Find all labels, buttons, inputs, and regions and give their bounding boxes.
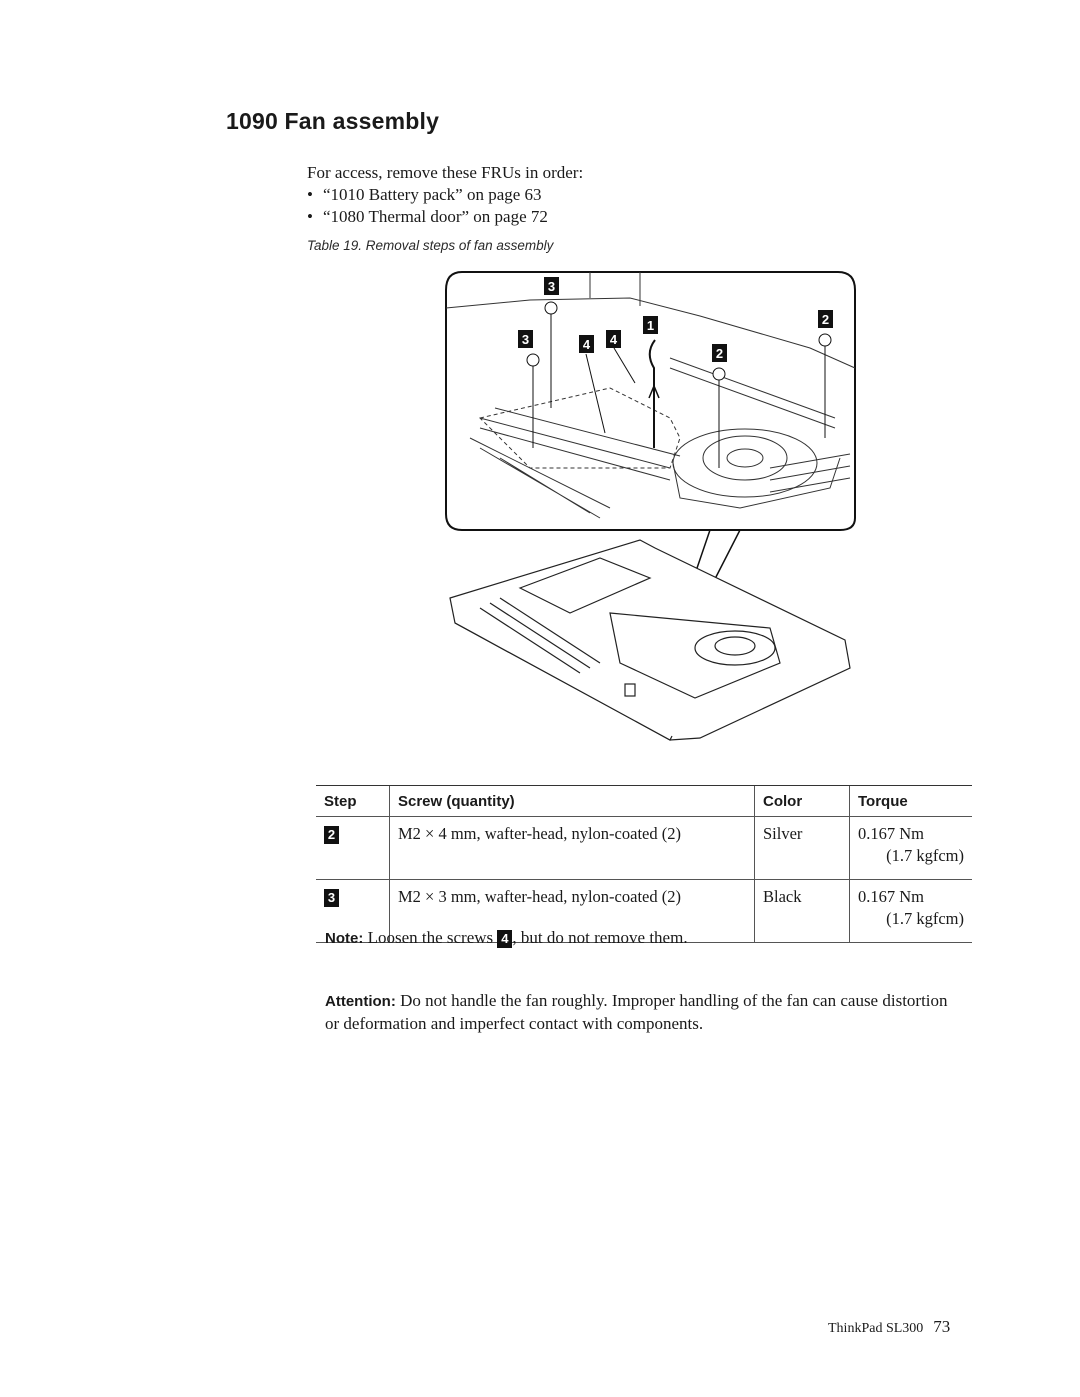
callout-2-right: 2 bbox=[818, 310, 833, 438]
screw-cell: M2 × 4 mm, wafter-head, nylon-coated (2) bbox=[389, 816, 755, 880]
page-number: 73 bbox=[933, 1317, 951, 1336]
svg-text:4: 4 bbox=[583, 337, 591, 352]
attention-label: Attention: bbox=[325, 993, 396, 1010]
header-step: Step bbox=[316, 785, 390, 817]
callout-3-left: 3 bbox=[518, 330, 540, 448]
step-cell: 3 bbox=[316, 879, 390, 943]
callout-2-center: 2 bbox=[712, 344, 727, 468]
svg-text:4: 4 bbox=[610, 332, 618, 347]
torque-cell: 0.167 Nm (1.7 kgfcm) bbox=[849, 816, 972, 880]
table-row: 3 M2 × 3 mm, wafter-head, nylon-coated (… bbox=[316, 879, 972, 943]
laptop-underside bbox=[449, 539, 851, 741]
list-item: • “1010 Battery pack” on page 63 bbox=[307, 184, 548, 206]
svg-text:2: 2 bbox=[822, 312, 829, 327]
page-title: 1090 Fan assembly bbox=[226, 108, 440, 134]
list-item: • “1080 Thermal door” on page 72 bbox=[307, 206, 548, 228]
attention-text: Do not handle the fan roughly. Improper … bbox=[325, 991, 948, 1033]
footer-product: ThinkPad SL300 bbox=[828, 1321, 924, 1336]
svg-text:3: 3 bbox=[522, 332, 529, 347]
attention-note: Attention: Do not handle the fan roughly… bbox=[325, 990, 965, 1035]
svg-text:2: 2 bbox=[716, 346, 723, 361]
callout-3-top: 3 bbox=[544, 277, 559, 408]
screw-cell: M2 × 3 mm, wafter-head, nylon-coated (2) bbox=[389, 879, 755, 943]
note-text-before: Loosen the screws bbox=[367, 928, 494, 947]
color-cell: Black bbox=[754, 879, 850, 943]
torque-cell: 0.167 Nm (1.7 kgfcm) bbox=[849, 879, 972, 943]
torque-kgf: (1.7 kgfcm) bbox=[886, 909, 964, 928]
note-text-after: , but do not remove them. bbox=[512, 928, 688, 947]
header-screw-quantity: Screw (quantity) bbox=[389, 785, 755, 817]
callout-4-left: 4 bbox=[579, 335, 606, 434]
torque-nm: 0.167 Nm bbox=[858, 887, 924, 906]
step-cell: 2 bbox=[316, 816, 390, 880]
header-color: Color bbox=[754, 785, 850, 817]
step-callout: 3 bbox=[324, 889, 339, 907]
svg-text:1: 1 bbox=[647, 318, 654, 333]
table-row: 2 M2 × 4 mm, wafter-head, nylon-coated (… bbox=[316, 816, 972, 880]
fan-assembly-illustration: 3 3 4 4 1 2 2 bbox=[445, 271, 856, 741]
page-footer: ThinkPad SL300 73 bbox=[828, 1317, 950, 1337]
note-callout: 4 bbox=[497, 930, 513, 948]
color-cell: Silver bbox=[754, 816, 850, 880]
screw-table: Step Screw (quantity) Color Torque 2 M2 … bbox=[316, 785, 972, 943]
torque-kgf: (1.7 kgfcm) bbox=[886, 846, 964, 865]
torque-nm: 0.167 Nm bbox=[858, 824, 924, 843]
svg-text:3: 3 bbox=[548, 279, 555, 294]
table-caption: Table 19. Removal steps of fan assembly bbox=[307, 238, 554, 253]
prerequisite-list: • “1010 Battery pack” on page 63 • “1080 T… bbox=[307, 184, 548, 228]
inset-detail-lines bbox=[445, 272, 856, 519]
prerequisite-link[interactable]: “1080 Thermal door” on page 72 bbox=[323, 207, 548, 226]
bullet-icon: • bbox=[307, 207, 313, 226]
bullet-icon: • bbox=[307, 185, 313, 204]
intro-text: For access, remove these FRUs in order: bbox=[307, 163, 584, 182]
step-callout: 2 bbox=[324, 826, 339, 844]
header-torque: Torque bbox=[849, 785, 972, 817]
note-label: Note: bbox=[325, 930, 364, 947]
callout-4-right: 4 bbox=[606, 330, 636, 384]
prerequisite-link[interactable]: “1010 Battery pack” on page 63 bbox=[323, 185, 542, 204]
note: Note: Loosen the screws 4, but do not re… bbox=[325, 928, 688, 948]
table-header-row: Step Screw (quantity) Color Torque bbox=[316, 785, 972, 817]
callout-1: 1 bbox=[643, 316, 660, 448]
